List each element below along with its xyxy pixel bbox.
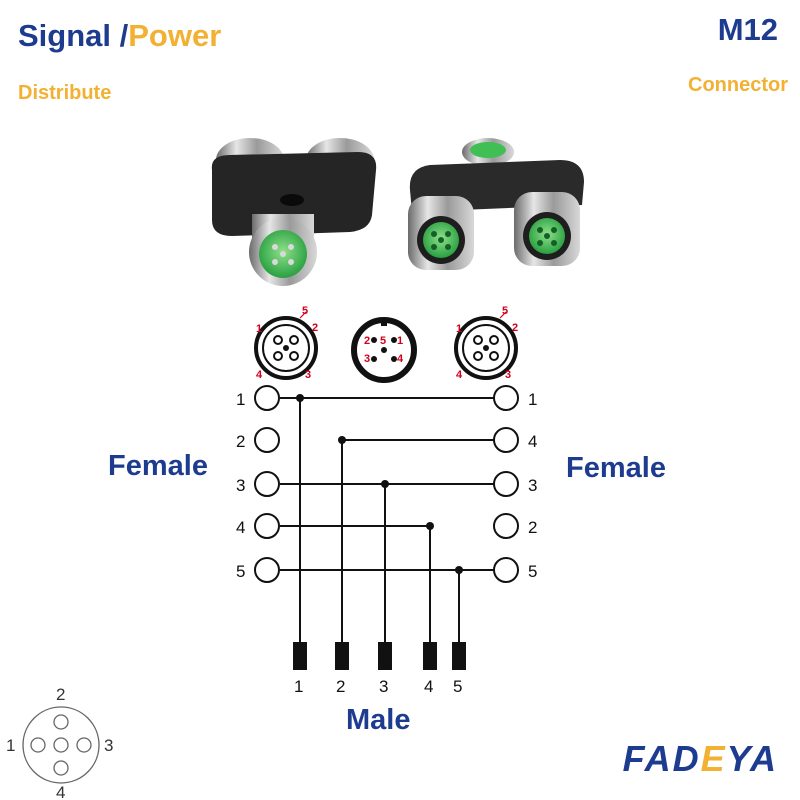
face-mid-pin-5: 5 [380,335,386,347]
brand-logo: FADEYA [622,738,778,779]
face-left-pin-4: 4 [256,369,263,381]
left-pin-2: 2 [236,432,245,451]
face-icon-middle: 1 2 3 4 5 [351,317,417,383]
face-right-pin-3: 3 [505,369,511,381]
title-signal-power: Signal /Power [18,18,221,54]
title-m12: M12 [717,12,778,47]
bottom-pin-1: 1 [294,677,303,696]
bottom-pin-2: 2 [336,677,345,696]
right-terminals [493,385,519,583]
title-signal: Signal / [18,18,129,53]
junction-dots [296,394,463,574]
left-pin-3: 3 [236,476,245,495]
left-pin-4: 4 [236,518,245,537]
wiring [280,397,494,642]
product-photo-female-faces [408,138,584,270]
face-left-pin-5: 5 [302,305,308,317]
label-female-left: Female [108,450,208,482]
face-mid-pin-3: 3 [364,353,370,365]
right-pin-4: 2 [528,518,537,537]
title-power: Power [128,18,222,53]
face-mid-pin-2: 2 [364,335,370,347]
face-right-pin-2: 2 [512,322,518,334]
face-left-pin-3: 3 [305,369,311,381]
male-pins [293,642,466,670]
corner-pin-layout: 1 2 3 4 [6,685,113,800]
face-left-pin-2: 2 [312,322,318,334]
corner-pin-2: 2 [56,685,65,704]
face-right-pin-1: 1 [456,323,462,335]
left-terminals [254,385,280,583]
left-pin-5: 5 [236,562,245,581]
subtitle-connector: Connector [688,74,788,96]
corner-pin-1: 1 [6,736,15,755]
face-icon-right: 1 2 3 4 5 [454,305,518,381]
face-right-pin-5: 5 [502,305,508,317]
bottom-pin-5: 5 [453,677,462,696]
product-photo-male-face [211,138,377,286]
face-mid-pin-1: 1 [397,335,403,347]
label-female-right: Female [566,452,666,484]
bottom-pin-3: 3 [379,677,388,696]
left-pin-1: 1 [236,390,245,409]
face-right-pin-4: 4 [456,369,463,381]
label-male: Male [346,704,411,736]
corner-pin-4: 4 [56,783,65,800]
subtitle-distribute: Distribute [18,82,112,104]
right-pin-5: 5 [528,562,537,581]
bottom-pin-4: 4 [424,677,433,696]
face-left-pin-1: 1 [256,323,262,335]
face-icon-left: 1 2 3 4 5 [254,305,318,381]
corner-pin-3: 3 [104,736,113,755]
right-pin-3: 3 [528,476,537,495]
right-pin-2: 4 [528,432,537,451]
right-pin-1: 1 [528,390,537,409]
face-mid-pin-4: 4 [397,353,404,365]
